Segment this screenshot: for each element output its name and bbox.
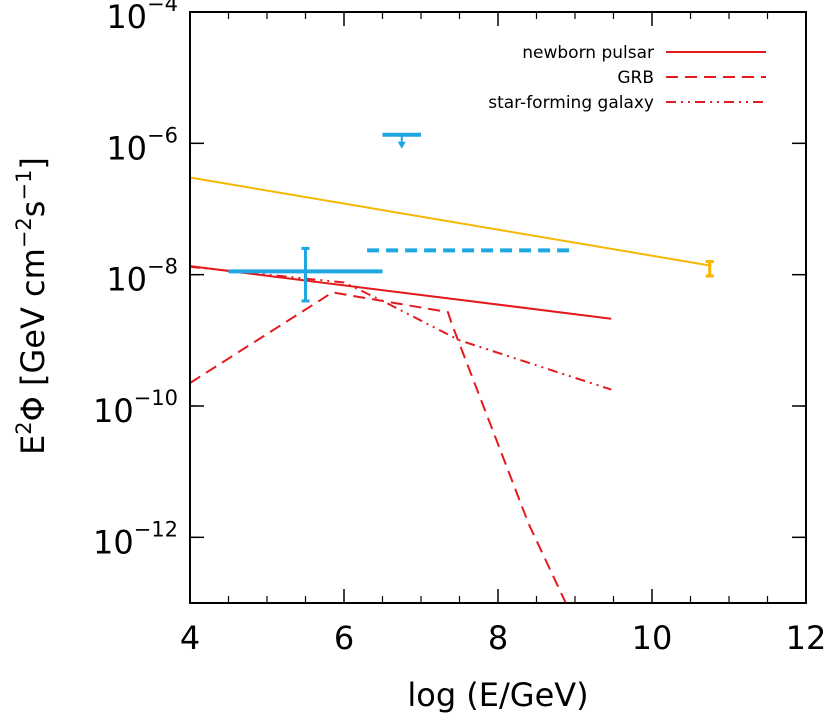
x-tick-label: 8 — [488, 619, 508, 657]
x-tick-label: 4 — [180, 619, 200, 657]
upper-limit-0-arrow — [397, 141, 406, 149]
y-axis-title: E2Φ [GeV cm−2s−1] — [12, 157, 52, 455]
legend-label: star-forming galaxy — [488, 93, 654, 113]
points-layer — [228, 132, 714, 303]
y-tick-label: 10−8 — [106, 255, 178, 299]
x-axis: 4 6 8 10 12 — [180, 12, 827, 657]
x-tick-label: 6 — [334, 619, 354, 657]
series-line-GRB — [189, 291, 567, 604]
series-line-curve-3 — [189, 176, 710, 267]
legend-label: newborn pulsar — [522, 43, 654, 63]
y-axis: 10−4 10−6 10−8 10−10 10−12 — [93, 0, 806, 561]
y-tick-label: 10−4 — [106, 0, 178, 36]
legend-label: GRB — [617, 68, 654, 88]
y-tick-label: 10−6 — [106, 123, 178, 167]
x-axis-title: log (E/GeV) — [407, 676, 588, 714]
x-tick-label: 12 — [786, 619, 827, 657]
y-tick-label: 10−10 — [93, 386, 178, 430]
series-line-newborn-pulsar — [189, 265, 612, 320]
x-tick-label: 10 — [632, 619, 673, 657]
y-tick-label: 10−12 — [93, 517, 178, 561]
